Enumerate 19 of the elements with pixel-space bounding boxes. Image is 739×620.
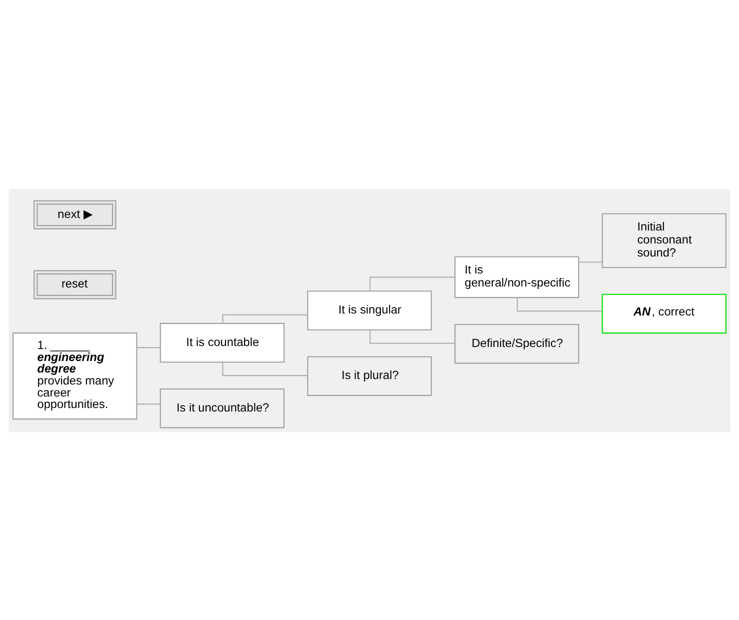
connector — [516, 297, 602, 312]
connector — [222, 314, 308, 323]
connector — [222, 362, 308, 376]
node-box: Is it uncountable? — [160, 388, 285, 428]
label: reset — [61, 276, 88, 290]
connector — [136, 403, 160, 404]
node-box: It is countable — [160, 322, 285, 362]
node-box: AN, correct — [602, 293, 726, 334]
node-box: It is singular — [307, 290, 432, 330]
node-box: It is general/non-specific — [454, 256, 580, 298]
node-box: 1. ______ engineering degree provides many career opportunities. — [12, 332, 138, 420]
node-box: Definite/Specific? — [454, 323, 580, 364]
node-box: Is it plural? — [307, 356, 432, 396]
node-box: Initial consonant sound? — [602, 212, 726, 268]
connector — [136, 346, 160, 348]
connector — [578, 261, 602, 262]
connector — [370, 276, 455, 291]
label: next ▶ — [58, 206, 92, 220]
connector — [370, 329, 455, 344]
